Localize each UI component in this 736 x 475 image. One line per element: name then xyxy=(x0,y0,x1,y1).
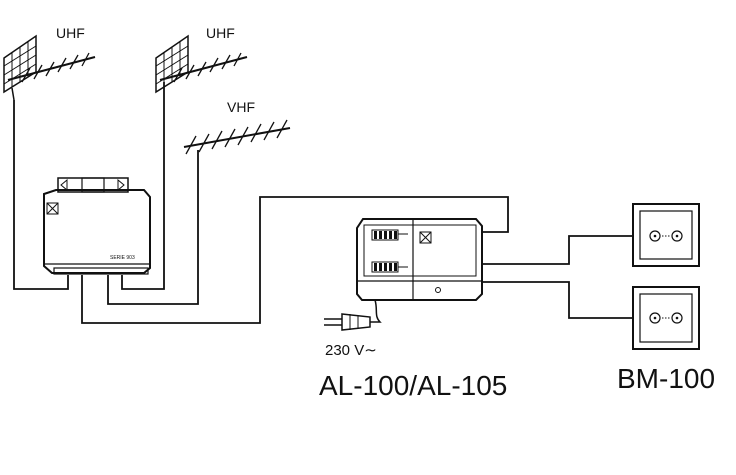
control-unit xyxy=(356,218,483,301)
uhf-antenna-2 xyxy=(155,34,248,94)
outlet-2 xyxy=(632,286,700,350)
vhf-label: VHF xyxy=(227,99,255,115)
control-unit-label: AL-100/AL-105 xyxy=(319,370,507,401)
vhf-antenna xyxy=(183,119,291,155)
outlets-label: BM-100 xyxy=(617,363,715,394)
uhf-label-2: UHF xyxy=(206,25,235,41)
cables xyxy=(13,82,633,324)
outlet-1 xyxy=(632,203,700,267)
uhf-antenna-1 xyxy=(3,34,96,101)
amplifier-unit xyxy=(43,177,151,275)
power-plug xyxy=(324,299,382,331)
uhf-label-1: UHF xyxy=(56,25,85,41)
amplifier-series-label: SERIE 903 xyxy=(110,255,135,261)
power-label: 230 V∼ xyxy=(325,342,377,359)
